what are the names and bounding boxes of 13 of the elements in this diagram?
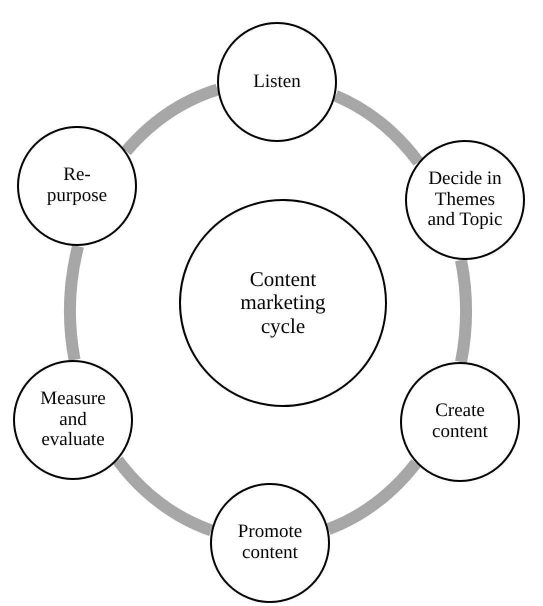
stage-label: Decide in Themes and Topic [426,168,504,232]
stage-label: Create content [431,401,489,443]
stage-label: Re- purpose [46,165,108,207]
ring-connector [332,90,423,166]
ring-connector [455,259,472,363]
stage-label: Content marketing cycle [239,268,327,338]
ring-connector [64,245,84,361]
ring-connector [113,456,214,536]
stage-label: Listen [253,72,301,92]
ring-connector [326,459,421,535]
ring-connector [122,84,220,156]
stage-label: Measure and evaluate [39,388,107,452]
stage-label: Promote content [236,522,304,564]
